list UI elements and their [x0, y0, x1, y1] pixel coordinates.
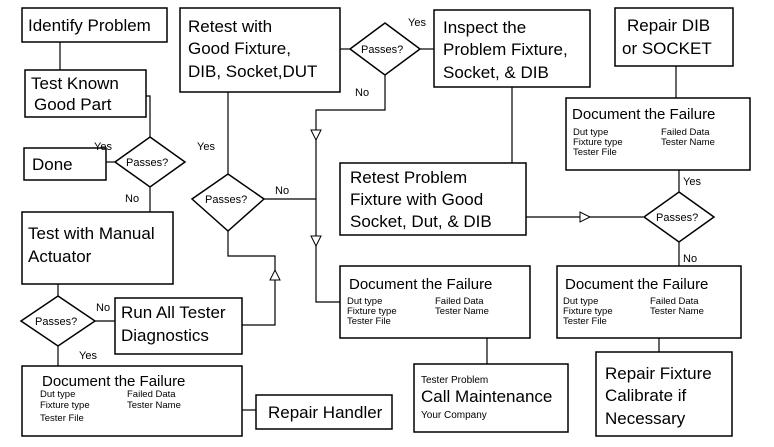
node-test-known-line1: Test Known [31, 74, 119, 93]
node-call-maintenance: Tester Problem Call Maintenance Your Com… [413, 363, 569, 433]
node-maint-main: Call Maintenance [421, 387, 552, 406]
edge-yes-passes3: Yes [79, 350, 97, 362]
node-repair-fixture-line3: Necessary [605, 409, 686, 428]
node-run-all-diagnostics: Run All Tester Diagnostics [114, 297, 243, 355]
node-retest-problem-line3: Socket, Dut, & DIB [350, 212, 492, 231]
node-identify-problem: Identify Problem [21, 7, 168, 43]
node-run-all-line1: Run All Tester [121, 303, 226, 322]
decision-passes-3: Passes? [19, 295, 97, 347]
decision-passes-top: Passes? [348, 22, 422, 76]
edge-no-passes1: No [125, 193, 139, 205]
doc-bottom-dut: Dut type [40, 389, 75, 400]
edge-yes-passes1: Yes [94, 141, 112, 153]
node-test-manual-line1: Test with Manual [28, 224, 155, 243]
connectors [57, 42, 680, 411]
edge-no-passes3: No [96, 302, 110, 314]
doc-mid-tester-file: Tester File [347, 316, 391, 327]
doc-bottom-tester-name: Tester Name [127, 400, 181, 411]
doc-right-title: Document the Failure [565, 276, 708, 293]
node-repair-dib-line1: Repair DIB [627, 16, 710, 35]
node-repair-handler: Repair Handler [255, 394, 393, 430]
doc-mid-tester-name: Tester Name [435, 306, 489, 317]
doc-top-dut: Dut type [573, 127, 608, 138]
doc-mid-failed: Failed Data [435, 296, 484, 307]
node-retest-good-line1: Retest with [188, 17, 272, 36]
node-test-manual-actuator: Test with Manual Actuator [21, 211, 174, 285]
node-inspect-line2: Problem Fixture, [443, 40, 568, 59]
decision-passes-3-label: Passes? [35, 316, 77, 328]
edge-no-passes2: No [275, 185, 289, 197]
decision-passes-1: Passes? [113, 136, 187, 188]
doc-mid-dut: Dut type [347, 296, 382, 307]
doc-right-tester-name: Tester Name [650, 306, 704, 317]
edge-no-top: No [355, 87, 369, 99]
edge-no-right: No [683, 253, 697, 265]
doc-bottom-failed: Failed Data [127, 389, 176, 400]
node-repair-fixture-line2: Calibrate if [605, 386, 687, 405]
node-retest-problem-fixture: Retest Problem Fixture with Good Socket,… [339, 162, 527, 236]
node-run-all-line2: Diagnostics [121, 326, 209, 345]
doc-right-dut: Dut type [563, 296, 598, 307]
node-repair-dib-socket: Repair DIB or SOCKET [614, 7, 734, 67]
arrowheads [269, 129, 592, 281]
doc-top-fixture: Fixture type [573, 137, 623, 148]
node-retest-good-fixture: Retest with Good Fixture, DIB, Socket,DU… [179, 7, 341, 93]
node-repair-dib-line2: or SOCKET [622, 39, 712, 58]
node-retest-problem-line2: Fixture with Good [350, 190, 483, 209]
edge-yes-passes2: Yes [197, 141, 215, 153]
node-retest-good-line3: DIB, Socket,DUT [188, 62, 317, 81]
doc-failure-top: Document the Failure Dut type Fixture ty… [565, 97, 751, 171]
node-done: Done [23, 147, 107, 181]
node-test-manual-line2: Actuator [28, 247, 92, 266]
decision-passes-right-label: Passes? [656, 212, 698, 224]
doc-top-tester-name: Tester Name [661, 137, 715, 148]
doc-bottom-tester-file: Tester File [40, 413, 84, 424]
decision-passes-2-label: Passes? [205, 194, 247, 206]
node-retest-good-line2: Good Fixture, [188, 39, 291, 58]
edge-labels: Yes No Yes No Yes No No Yes Yes No [79, 17, 701, 362]
node-test-known-line2: Good Part [34, 95, 112, 114]
doc-right-tester-file: Tester File [563, 316, 607, 327]
doc-right-failed: Failed Data [650, 296, 699, 307]
doc-top-title: Document the Failure [572, 106, 715, 123]
doc-mid-title: Document the Failure [349, 276, 492, 293]
node-inspect-line1: Inspect the [443, 18, 526, 37]
node-retest-problem-line1: Retest Problem [350, 168, 467, 187]
doc-top-tester-file: Tester File [573, 147, 617, 158]
node-identify-label: Identify Problem [28, 16, 151, 35]
decision-passes-top-label: Passes? [361, 44, 403, 56]
doc-right-fixture: Fixture type [563, 306, 613, 317]
doc-top-failed: Failed Data [661, 127, 710, 138]
node-done-label: Done [32, 155, 73, 174]
node-inspect-problem-fixture: Inspect the Problem Fixture, Socket, & D… [433, 9, 591, 88]
doc-bottom-fixture: Fixture type [40, 400, 90, 411]
decision-passes-1-label: Passes? [126, 157, 168, 169]
doc-failure-bottom: Document the Failure Dut type Fixture ty… [21, 365, 243, 437]
node-repair-fixture: Repair Fixture Calibrate if Necessary [595, 351, 733, 437]
node-test-known-good-part: Test Known Good Part [24, 69, 147, 118]
node-maint-bottom: Your Company [421, 410, 487, 421]
node-repair-fixture-line1: Repair Fixture [605, 364, 712, 383]
node-inspect-line3: Socket, & DIB [443, 63, 549, 82]
edge-yes-top: Yes [408, 17, 426, 29]
doc-mid-fixture: Fixture type [347, 306, 397, 317]
node-repair-handler-label: Repair Handler [268, 403, 383, 422]
doc-bottom-title: Document the Failure [42, 373, 185, 390]
edge-yes-right: Yes [683, 176, 701, 188]
node-maint-top: Tester Problem [421, 375, 488, 386]
doc-failure-middle: Document the Failure Dut type Fixture ty… [339, 265, 531, 339]
decision-passes-right: Passes? [642, 191, 716, 243]
doc-failure-right: Document the Failure Dut type Fixture ty… [556, 265, 742, 339]
decision-passes-2: Passes? [190, 173, 266, 233]
